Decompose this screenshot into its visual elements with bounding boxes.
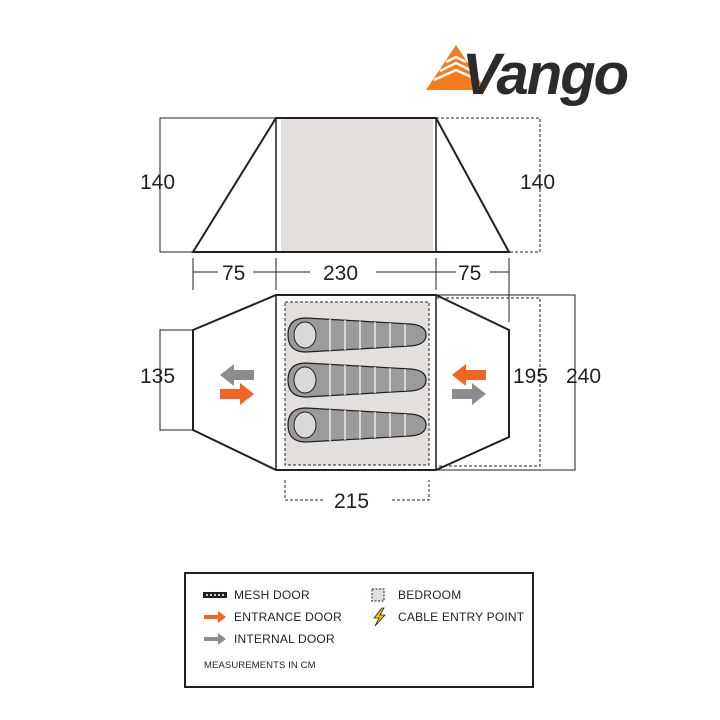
measurements-note: MEASUREMENTS IN CM [204,660,316,671]
legend-bedroom: BEDROOM [366,588,461,602]
legend-cable-entry-label: CABLE ENTRY POINT [398,610,525,624]
outer-depth-label: 240 [566,365,601,388]
right-entrance-door-arrow [452,364,486,386]
inner-depth-bracket [436,297,541,467]
right-internal-door-arrow [452,383,486,405]
legend-mesh-door: MESH DOOR [202,588,310,602]
legend-internal-door-label: INTERNAL DOOR [234,632,335,646]
internal-door-arrow-icon [202,632,228,646]
top-elevation: 140 140 [140,117,555,253]
sleeping-bag [287,407,427,443]
center-width-label: 230 [323,262,358,285]
left-height-bracket [159,117,276,253]
legend-mesh-door-label: MESH DOOR [234,588,310,602]
sleeping-bag [287,317,427,353]
mesh-door-icon [202,588,228,602]
lightning-bolt-icon [366,607,392,627]
vango-logo: Vango [426,42,630,107]
left-depth-bracket [159,329,193,431]
bedroom-width-bracket [284,480,324,501]
left-porch-width-label: 75 [222,262,245,285]
entrance-door-arrow-icon [202,610,228,624]
right-height-label: 140 [520,171,555,194]
inner-depth-label: 195 [513,365,548,388]
legend-entrance-door: ENTRANCE DOOR [202,610,342,624]
logo-wordmark: Vango [462,42,628,107]
legend-bedroom-label: BEDROOM [398,588,462,602]
bedroom-width-label: 215 [334,490,369,513]
floor-plan: 135 195 240 215 [140,294,601,513]
legend-entrance-door-label: ENTRANCE DOOR [234,610,342,624]
legend-internal-door: INTERNAL DOOR [202,632,335,646]
sleeping-bag [287,362,427,398]
outer-depth-bracket [436,294,576,471]
elevation-center-panel [281,118,433,252]
right-porch-width-label: 75 [458,262,481,285]
left-depth-label: 135 [140,365,175,388]
left-internal-door-arrow [220,364,254,386]
left-entrance-door-arrow [220,383,254,405]
logo-mountain-icon [426,45,486,90]
legend: MESH DOOR ENTRANCE DOOR INTERNAL DOOR BE… [184,572,534,688]
sleeping-bags [287,317,427,443]
bedroom-swatch-icon [366,588,392,602]
width-dimensions: 75 230 75 [192,258,510,322]
left-height-label: 140 [140,171,175,194]
right-height-bracket [436,117,541,253]
legend-cable-entry: CABLE ENTRY POINT [366,607,525,627]
floor-outline [192,294,510,471]
